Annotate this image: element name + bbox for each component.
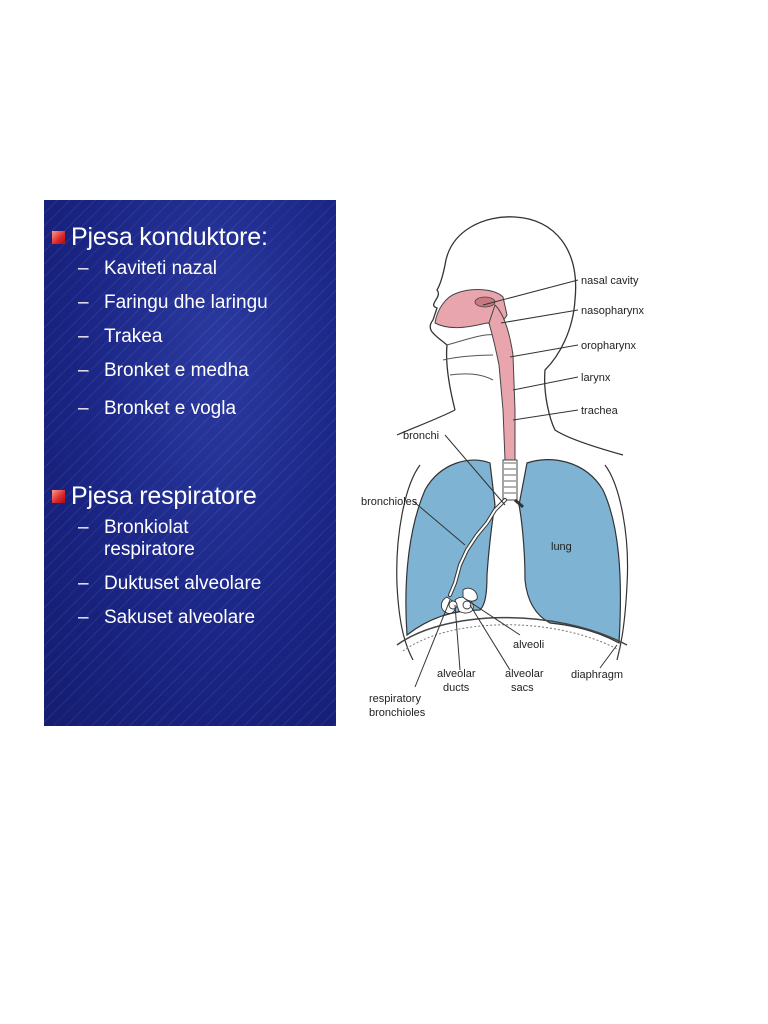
- label-oropharynx: oropharynx: [581, 340, 637, 352]
- item-text: Trakea: [104, 326, 163, 347]
- list-item: –Kaviteti nazal: [78, 258, 332, 280]
- label-larynx: larynx: [581, 372, 611, 384]
- neck-front-outline: [396, 409, 456, 436]
- pharynx-trachea-shape: [488, 304, 516, 461]
- item-text: Faringu dhe laringu: [104, 292, 268, 313]
- diaphragm-shape: [396, 616, 628, 646]
- section-title: Pjesa konduktore:: [71, 223, 268, 251]
- nasal-concha-shape: [474, 296, 496, 308]
- dash-icon: –: [78, 398, 89, 419]
- thorax-outline: [396, 464, 421, 661]
- section-title: Pjesa respiratore: [71, 482, 257, 510]
- item-text: Bronkiolat respiratore: [104, 517, 195, 560]
- label-alveolar-ducts-line1: alveolar: [437, 668, 476, 680]
- label-alveolar-sacs-line2: sacs: [511, 682, 534, 694]
- list-item: –Bronket e vogla: [78, 398, 332, 420]
- label-trachea: trachea: [581, 405, 619, 417]
- trachea-rings: [504, 462, 516, 494]
- list-item: –Sakuset alveolare: [78, 607, 332, 629]
- dash-icon: –: [78, 607, 89, 628]
- dash-icon: –: [78, 326, 89, 347]
- list-item: –Bronkiolat respiratore: [78, 517, 332, 561]
- square-bullet-icon: [52, 489, 65, 503]
- list-item: –Trakea: [78, 326, 332, 348]
- label-alveolar-sacs-line1: alveolar: [505, 668, 544, 680]
- head-outline: [429, 216, 624, 456]
- label-nasopharynx: nasopharynx: [581, 305, 644, 317]
- dash-icon: –: [78, 258, 89, 279]
- leader-lines: [412, 279, 618, 688]
- label-bronchi: bronchi: [403, 430, 439, 442]
- right-bronchus: [514, 498, 524, 509]
- list-item: –Duktuset alveolare: [78, 573, 332, 595]
- list-item: –Faringu dhe laringu: [78, 292, 332, 314]
- label-bronchioles: bronchioles: [361, 496, 418, 508]
- section-heading: Pjesa konduktore:: [52, 222, 332, 252]
- item-text: Bronket e medha: [104, 360, 249, 381]
- item-list: –Bronkiolat respiratore –Duktuset alveol…: [52, 517, 332, 629]
- dash-icon: –: [78, 292, 89, 313]
- trachea-lower: [502, 459, 518, 501]
- dash-icon: –: [78, 360, 89, 381]
- dash-icon: –: [78, 517, 89, 538]
- left-bronchus-inner: [449, 499, 506, 596]
- label-respiratory-bronchioles-line2: bronchioles: [369, 707, 426, 719]
- item-text: Sakuset alveolare: [104, 607, 256, 628]
- mouth-outline: [442, 334, 496, 381]
- item-list: –Kaviteti nazal –Faringu dhe laringu –Tr…: [52, 258, 332, 420]
- slide-panel: Pjesa konduktore: –Kaviteti nazal –Farin…: [44, 200, 336, 726]
- list-item: –Bronket e medha: [78, 360, 332, 382]
- label-nasal-cavity: nasal cavity: [581, 275, 639, 287]
- section-heading: Pjesa respiratore: [52, 481, 332, 511]
- label-lung: lung: [551, 541, 572, 553]
- respiratory-system-diagram: nasal cavity nasopharynx oropharynx lary…: [361, 216, 644, 719]
- item-text: Bronket e vogla: [104, 398, 237, 419]
- section-respiratory: Pjesa respiratore –Bronkiolat respirator…: [52, 481, 332, 641]
- label-diaphragm: diaphragm: [571, 669, 623, 681]
- item-text: Duktuset alveolare: [104, 573, 262, 594]
- dash-icon: –: [78, 573, 89, 594]
- label-respiratory-bronchioles-line1: respiratory: [369, 693, 421, 705]
- right-lung: [518, 459, 622, 644]
- label-alveoli: alveoli: [513, 639, 544, 651]
- square-bullet-icon: [52, 230, 65, 244]
- section-conducting: Pjesa konduktore: –Kaviteti nazal –Farin…: [52, 222, 332, 432]
- label-alveolar-ducts-line2: ducts: [443, 682, 470, 694]
- item-text: Kaviteti nazal: [104, 258, 218, 279]
